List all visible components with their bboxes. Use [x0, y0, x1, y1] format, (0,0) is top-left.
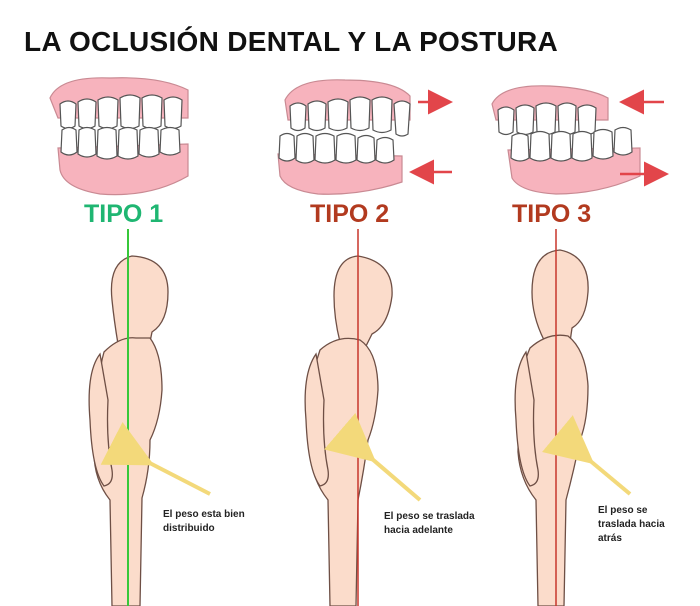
tipo-3-note-line: El peso se [598, 505, 648, 516]
body-tipo-3 [514, 249, 589, 606]
tipo-2-note: El peso se traslada hacia adelante [384, 510, 475, 538]
tipo-2-note-line: El peso se traslada [384, 511, 475, 522]
teeth-tipo-2 [277, 79, 411, 195]
page-title: LA OCLUSIÓN DENTAL Y LA POSTURA [24, 26, 559, 57]
tipo-3-note-line: traslada hacia [598, 519, 665, 530]
tipo-1-note-line: El peso esta bien [163, 509, 245, 520]
tipo-1-note-line: distribuido [163, 523, 215, 534]
tipo-2-note-line: hacia adelante [384, 525, 453, 536]
weight-arrows [100, 412, 632, 502]
teeth-tipo-3 [491, 85, 641, 195]
body-tipo-2 [304, 255, 393, 606]
tipo-3-note-line: atrás [598, 533, 622, 544]
tipo-2-label: TIPO 2 [308, 200, 392, 229]
tipo-3-label: TIPO 3 [510, 200, 594, 229]
tipo-1-note: El peso esta bien distribuido [163, 508, 245, 536]
jaw-direction-arrows [409, 89, 669, 187]
teeth-tipo-1 [49, 77, 189, 196]
tipo-1-label: TIPO 1 [82, 200, 166, 229]
tipo-3-note: El peso se traslada hacia atrás [598, 504, 665, 546]
